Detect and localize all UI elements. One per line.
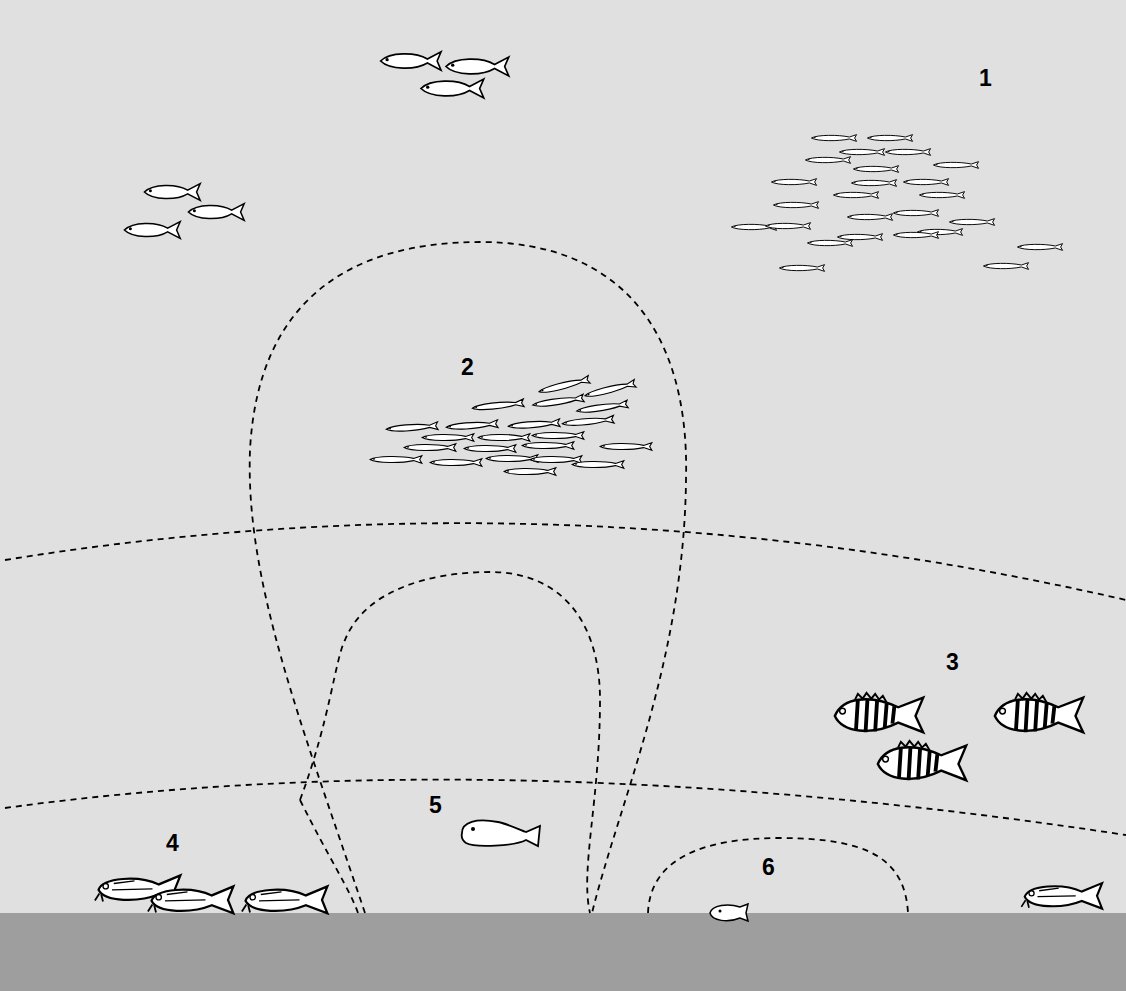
callout-number: 2	[461, 356, 474, 379]
callout-number: 1	[979, 67, 992, 90]
callout-number: 4	[166, 832, 179, 855]
callout-number: 3	[946, 651, 959, 674]
callout-number: 6	[762, 856, 775, 879]
callout-number: 5	[429, 794, 442, 817]
